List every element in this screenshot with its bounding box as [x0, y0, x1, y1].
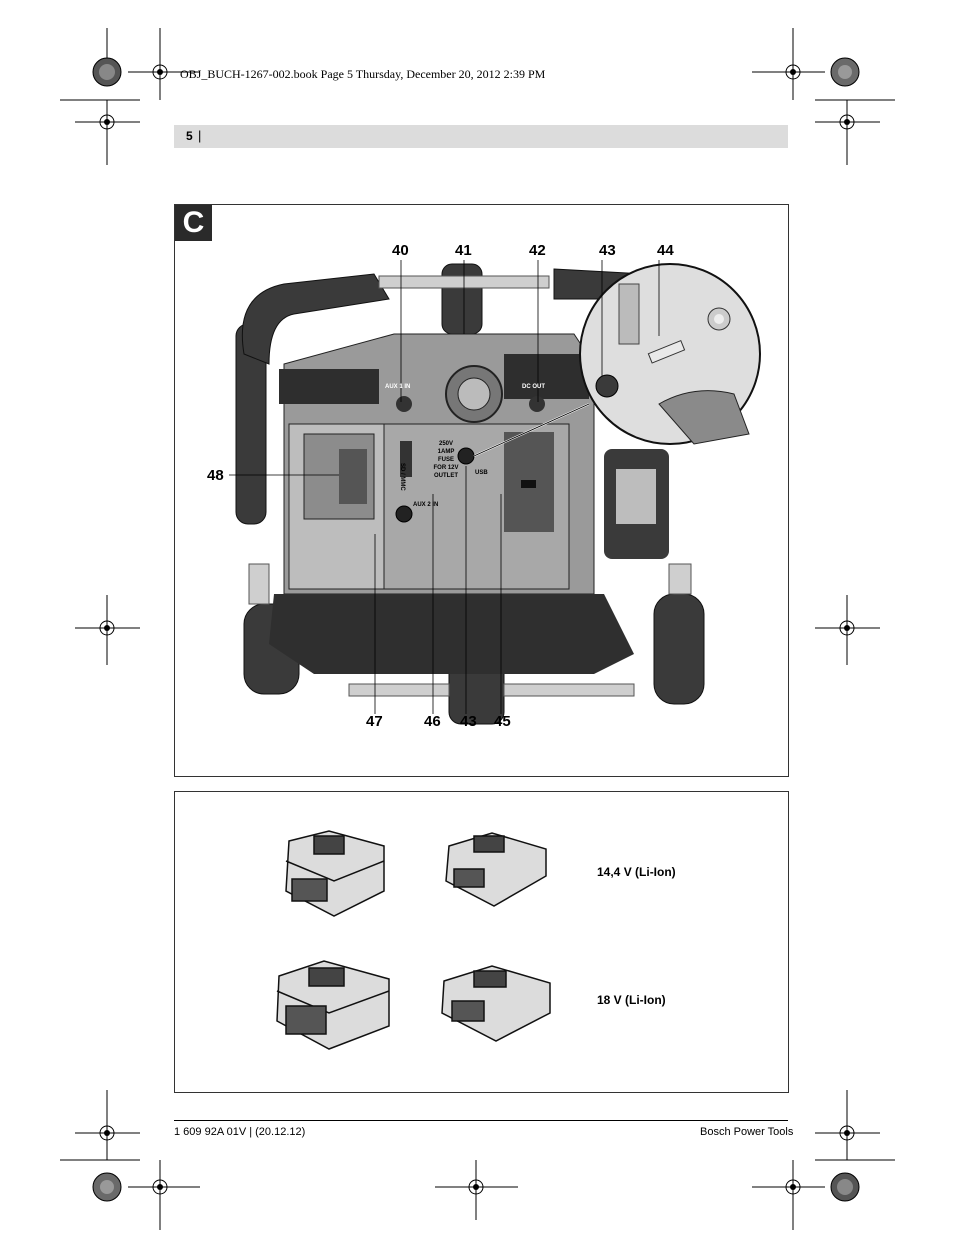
- callout-41: 41: [455, 242, 472, 259]
- battery-label-18v: 18 V (Li-Ion): [597, 993, 666, 1007]
- callout-47: 47: [366, 713, 383, 730]
- fuse-label: 250V 1AMP FUSE FOR 12V OUTLET: [428, 440, 464, 480]
- callout-48: 48: [207, 467, 224, 484]
- callout-45: 45: [494, 713, 511, 730]
- aux2-label: AUX 2 IN: [413, 502, 439, 508]
- callout-40: 40: [392, 242, 409, 259]
- figure-c-frame: [174, 204, 789, 777]
- figure-letter: C: [175, 205, 212, 241]
- sd-mmc-label: SD / MMC: [399, 463, 405, 491]
- aux1-label: AUX 1 IN: [385, 384, 411, 390]
- fuse-line-5: OUTLET: [434, 473, 458, 479]
- header-bar: [174, 125, 788, 148]
- print-slug: OBJ_BUCH-1267-002.book Page 5 Thursday, …: [180, 67, 546, 81]
- callout-43-top: 43: [599, 242, 616, 259]
- fuse-line-4: FOR 12V: [433, 465, 459, 471]
- callout-43-bottom: 43: [460, 713, 477, 730]
- page-number: 5: [186, 129, 193, 143]
- battery-label-14v: 14,4 V (Li-Ion): [597, 865, 676, 879]
- footer-rule: [174, 1120, 788, 1121]
- battery-figure-frame: [174, 791, 789, 1093]
- battery-illustrations: [276, 830, 551, 1050]
- fuse-line-1: 250V: [438, 441, 453, 447]
- callout-44: 44: [657, 242, 674, 259]
- header-separator: |: [198, 128, 202, 143]
- fuse-line-2: 1AMP: [437, 449, 455, 455]
- usb-label: USB: [475, 470, 488, 476]
- callout-42: 42: [529, 242, 546, 259]
- fuse-line-3: FUSE: [437, 457, 454, 463]
- footer-brand: Bosch Power Tools: [700, 1126, 794, 1138]
- dc-out-label: DC OUT: [522, 384, 545, 390]
- callout-46: 46: [424, 713, 441, 730]
- radio-illustration: [229, 260, 761, 725]
- footer-doc-number: 1 609 92A 01V | (20.12.12): [174, 1126, 306, 1138]
